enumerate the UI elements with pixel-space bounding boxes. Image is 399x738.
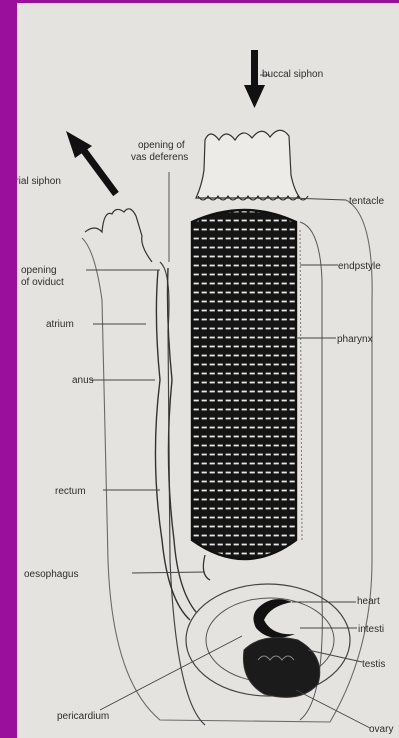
stigmata-grid [190,200,300,580]
label-anus: anus [72,375,94,386]
label-opening-oviduct-2: of oviduct [21,277,64,288]
atrial-siphon-shape [85,209,152,262]
rectum-tube [155,270,190,620]
oesophagus-tube [203,555,210,580]
label-intestine: intesti [358,624,384,635]
label-tentacle: tentacle [349,196,384,207]
buccal-siphon-shape [196,130,300,198]
heart-shape [253,599,295,638]
label-buccal-siphon: buccal siphon [262,69,323,80]
label-opening-vas-deferens-1: opening of [138,140,185,151]
atrial-outflow-arrow [66,131,116,194]
label-atrial-siphon: atrial siphon [17,176,61,187]
label-endostyle: endpstyle [338,261,381,272]
endostyle-line [300,230,302,540]
label-testis: testis [362,659,385,670]
label-atrium: atrium [46,319,74,330]
label-ovary: ovary [369,724,393,735]
label-heart: heart [357,596,380,607]
label-pericardium: pericardium [57,711,109,722]
label-opening-vas-deferens-2: vas deferens [131,152,188,163]
label-opening-oviduct-1: opening [21,265,57,276]
ascidian-anatomy-drawing [17,3,399,738]
testis-shape [243,638,319,698]
label-oesophagus: oesophagus [24,569,79,580]
label-pharynx: pharynx [337,334,373,345]
label-rectum: rectum [55,486,86,497]
ascidian-diagram-photo: buccal siphon opening of vas deferens at… [17,3,399,738]
